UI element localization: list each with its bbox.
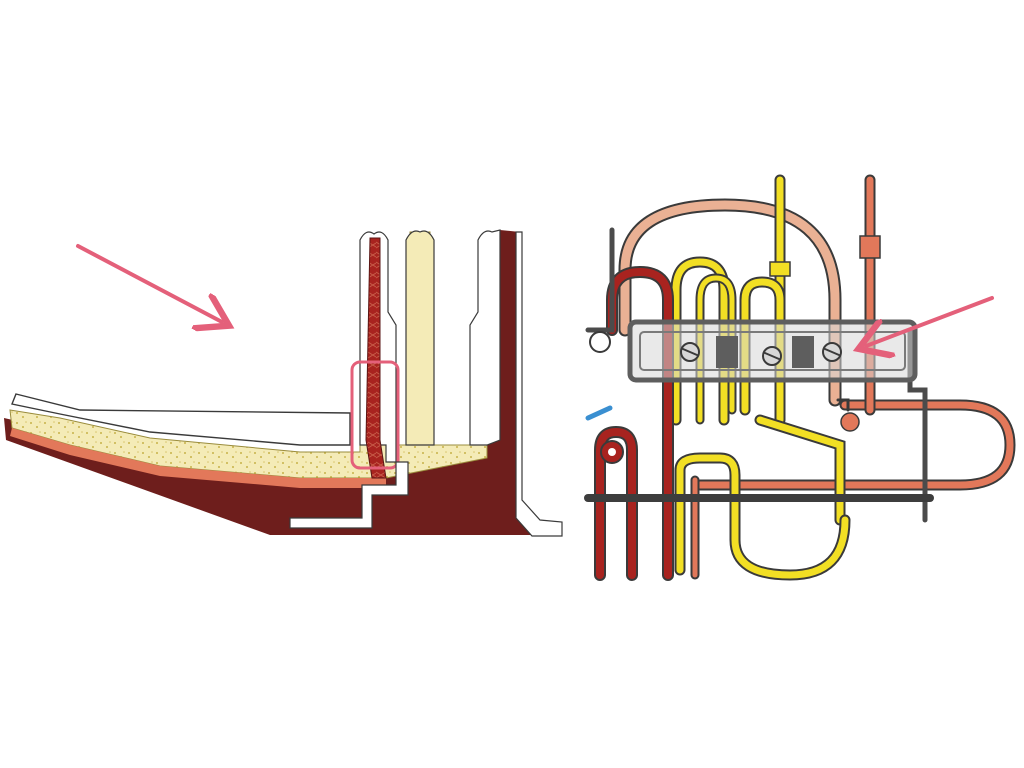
highlight-box-icon: [350, 360, 400, 470]
top-sheet: [11, 393, 351, 446]
right-channel: [469, 229, 501, 446]
yellow-bottom-loop: [674, 452, 851, 581]
pipe-network-diagram: [584, 174, 1016, 581]
cream-tube: [405, 230, 435, 446]
gauge-icon: [589, 331, 611, 353]
yellow-fitting: [769, 261, 791, 277]
pointer-arrow-icon: [866, 296, 994, 346]
connector-block: [792, 336, 814, 368]
gray-vertical-pipe: [585, 227, 615, 333]
red-strand: [365, 237, 387, 479]
right-flange: [515, 231, 563, 537]
pointer-arrow-icon: [76, 244, 222, 322]
salmon-drip-fitting: [836, 398, 850, 412]
connector-block: [716, 336, 738, 368]
salmon-drip-icon: [840, 412, 860, 432]
orange-fitting: [859, 235, 881, 259]
blue-pipe: [585, 405, 613, 421]
stepped-channel: [289, 461, 409, 529]
salmon-layer: [10, 428, 386, 488]
cross-section-diagram: [4, 229, 563, 537]
